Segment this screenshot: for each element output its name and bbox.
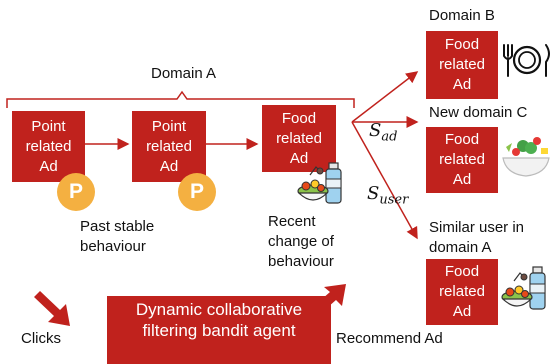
s-ad-label: Sad [369,120,398,145]
point-ad-box-1: Point related Ad [12,111,85,182]
domain-a-label: Domain A [151,65,217,82]
s-user-label: Suser [367,183,409,208]
food-ad-box-similar-user: Food related Ad [426,259,498,325]
recommend-ad-label: Recommend Ad [336,330,443,347]
recent-change-label: Recent change of behaviour [268,213,334,270]
salad-bowl-icon [502,137,550,177]
past-stable-label: Past stable behaviour [80,218,155,255]
agent-label: Dynamic collaborative filtering bandit a… [135,300,303,340]
food-drink-icon [297,162,342,204]
plate-cutlery-icon [503,44,550,77]
box-text: Point related Ad [25,117,72,175]
big-arrow-icon [34,291,70,326]
new-domain-c-label: New domain C [429,104,528,121]
point-ad-box-2: Point related Ad [132,111,206,182]
domain-a-bracket [6,90,355,108]
food-ad-box: Food related Ad [262,105,336,172]
coin-icon: P [57,173,95,211]
box-text: Food related Ad [439,36,485,93]
domain-b-label: Domain B [429,7,495,24]
box-text: Food related Ad [439,131,485,188]
food-drink-icon [501,266,546,310]
arrow-to-similar-user [351,121,418,240]
similar-user-label: Similar user in domain A [429,219,525,256]
food-ad-box-domain-b: Food related Ad [426,31,498,99]
clicks-label: Clicks [21,330,61,347]
arrow-to-domain-b [351,71,419,123]
box-text: Food related Ad [276,109,322,167]
coin-icon: P [178,173,216,211]
box-text: Food related Ad [439,263,485,320]
food-ad-box-domain-c: Food related Ad [426,127,498,193]
box-text: Point related Ad [146,117,192,175]
bandit-agent-box: Dynamic collaborative filtering bandit a… [107,296,331,364]
